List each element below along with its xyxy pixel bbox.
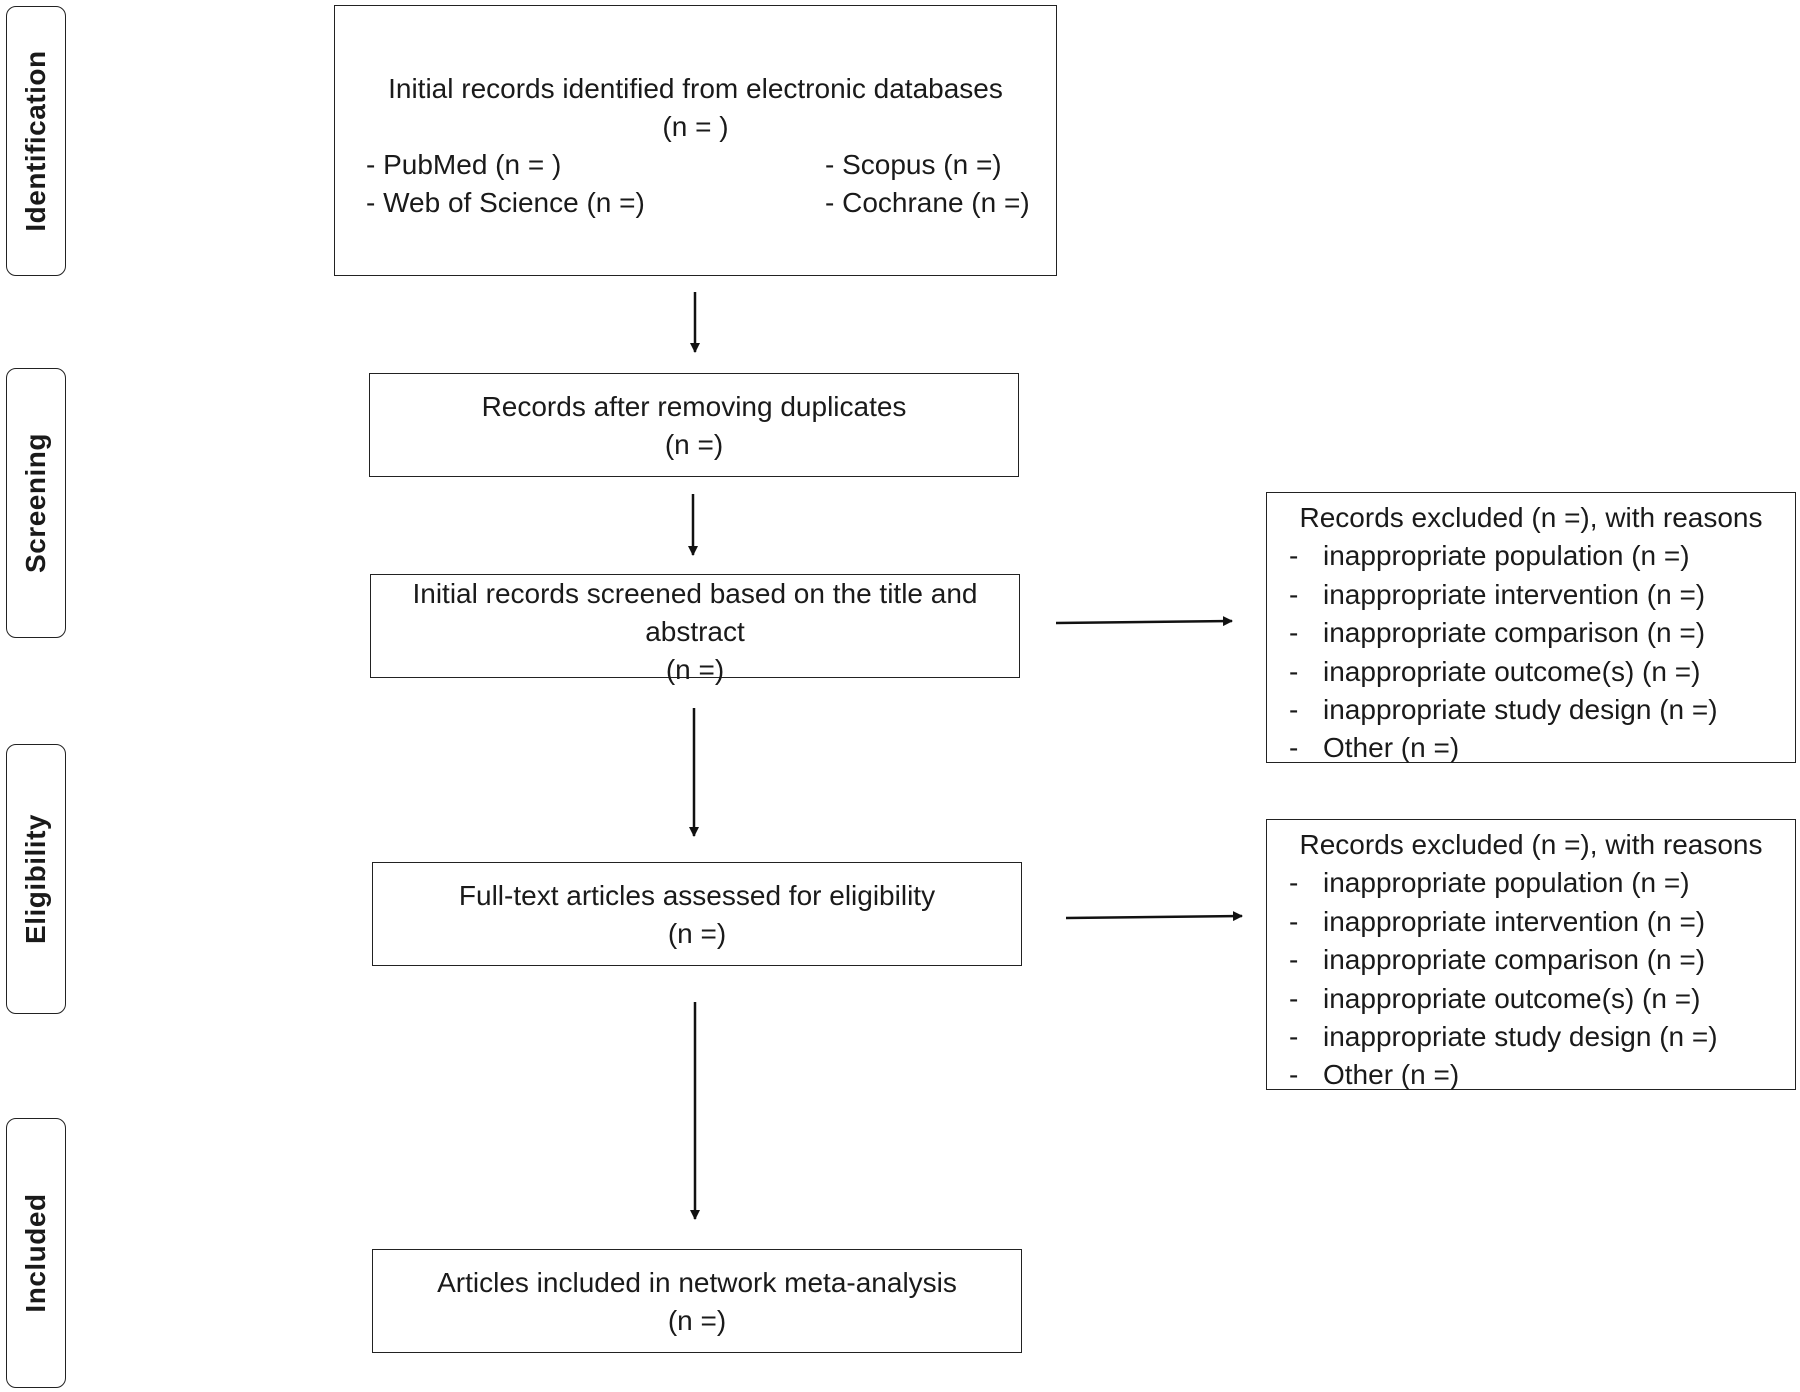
list-bullet: - — [1289, 540, 1299, 572]
exclusion-reason-text: inappropriate comparison (n =) — [1323, 617, 1706, 649]
list-bullet: - — [1289, 905, 1299, 937]
exclusion-reason: -inappropriate outcome(s) (n =) — [1267, 653, 1795, 691]
eligibility-box: Full-text articles assessed for eligibil… — [372, 862, 1022, 966]
exclusion-reason-text: inappropriate intervention (n =) — [1323, 578, 1706, 610]
eligibility-exclusion-list: -inappropriate population (n =) -inappro… — [1267, 864, 1795, 1094]
arrow-eligibility-to-exclusions — [1065, 911, 1243, 922]
exclusion-reason-text: inappropriate study design (n =) — [1323, 694, 1718, 726]
duplicates-removed-box: Records after removing duplicates (n =) — [369, 373, 1019, 477]
exclusion-reason: -inappropriate population (n =) — [1267, 537, 1795, 575]
exclusion-reason: -Other (n =) — [1267, 1056, 1795, 1094]
exclusion-reason-text: inappropriate population (n =) — [1323, 867, 1690, 899]
screening-exclusion-heading: Records excluded (n =), with reasons — [1299, 502, 1763, 533]
database-pubmed: - PubMed (n = ) — [366, 149, 562, 180]
list-bullet: - — [1289, 694, 1299, 726]
list-bullet: - — [1289, 867, 1299, 899]
exclusion-reason-text: inappropriate comparison (n =) — [1323, 944, 1706, 976]
stage-label-included: Included — [6, 1118, 66, 1388]
exclusion-reason: -inappropriate comparison (n =) — [1267, 941, 1795, 979]
exclusion-reason: -inappropriate study design (n =) — [1267, 1018, 1795, 1056]
list-bullet: - — [1289, 982, 1299, 1014]
stage-label-identification: Identification — [6, 6, 66, 276]
exclusion-reason: -inappropriate intervention (n =) — [1267, 903, 1795, 941]
exclusion-reason: -Other (n =) — [1267, 729, 1795, 767]
included-count: (n =) — [667, 1305, 727, 1336]
screened-count: (n =) — [665, 654, 725, 685]
exclusion-reason-text: Other (n =) — [1323, 1059, 1460, 1091]
identification-count: (n = ) — [662, 111, 729, 142]
screening-exclusion-box: Records excluded (n =), with reasons -in… — [1266, 492, 1796, 763]
list-bullet: - — [1289, 732, 1299, 764]
eligibility-exclusion-box: Records excluded (n =), with reasons -in… — [1266, 819, 1796, 1090]
exclusion-reason-text: Other (n =) — [1323, 732, 1460, 764]
exclusion-reason-text: inappropriate outcome(s) (n =) — [1323, 655, 1701, 687]
included-box: Articles included in network meta-analys… — [372, 1249, 1022, 1353]
eligibility-exclusion-heading: Records excluded (n =), with reasons — [1299, 829, 1763, 860]
screened-title-line2: abstract — [645, 616, 745, 647]
screening-exclusion-list: -inappropriate population (n =) -inappro… — [1267, 537, 1795, 767]
arrow-screened-to-exclusions — [1055, 616, 1233, 627]
identification-title: Initial records identified from electron… — [388, 73, 1003, 104]
exclusion-reason: -inappropriate population (n =) — [1267, 864, 1795, 902]
duplicates-count: (n =) — [664, 429, 724, 460]
eligibility-title: Full-text articles assessed for eligibil… — [458, 880, 936, 911]
exclusion-reason-text: inappropriate study design (n =) — [1323, 1021, 1718, 1053]
stage-label-screening: Screening — [6, 368, 66, 638]
exclusion-reason: -inappropriate comparison (n =) — [1267, 614, 1795, 652]
database-web-of-science: - Web of Science (n =) — [366, 187, 645, 218]
identification-box: Initial records identified from electron… — [334, 5, 1057, 276]
database-cochrane: - Cochrane (n =) — [825, 187, 1030, 218]
list-bullet: - — [1289, 1021, 1299, 1053]
exclusion-reason: -inappropriate outcome(s) (n =) — [1267, 980, 1795, 1018]
database-scopus: - Scopus (n =) — [825, 149, 1002, 180]
eligibility-count: (n =) — [667, 918, 727, 949]
exclusion-reason-text: inappropriate population (n =) — [1323, 540, 1690, 572]
list-bullet: - — [1289, 944, 1299, 976]
exclusion-reason: -inappropriate intervention (n =) — [1267, 576, 1795, 614]
duplicates-title: Records after removing duplicates — [481, 391, 907, 422]
exclusion-reason-text: inappropriate outcome(s) (n =) — [1323, 982, 1701, 1014]
exclusion-reason: -inappropriate study design (n =) — [1267, 691, 1795, 729]
list-bullet: - — [1289, 578, 1299, 610]
included-title: Articles included in network meta-analys… — [437, 1267, 957, 1298]
exclusion-reason-text: inappropriate intervention (n =) — [1323, 905, 1706, 937]
list-bullet: - — [1289, 655, 1299, 687]
list-bullet: - — [1289, 617, 1299, 649]
stage-label-eligibility: Eligibility — [6, 744, 66, 1014]
screened-records-box: Initial records screened based on the ti… — [370, 574, 1020, 685]
list-bullet: - — [1289, 1059, 1299, 1091]
screened-title-line1: Initial records screened based on the ti… — [412, 578, 978, 609]
